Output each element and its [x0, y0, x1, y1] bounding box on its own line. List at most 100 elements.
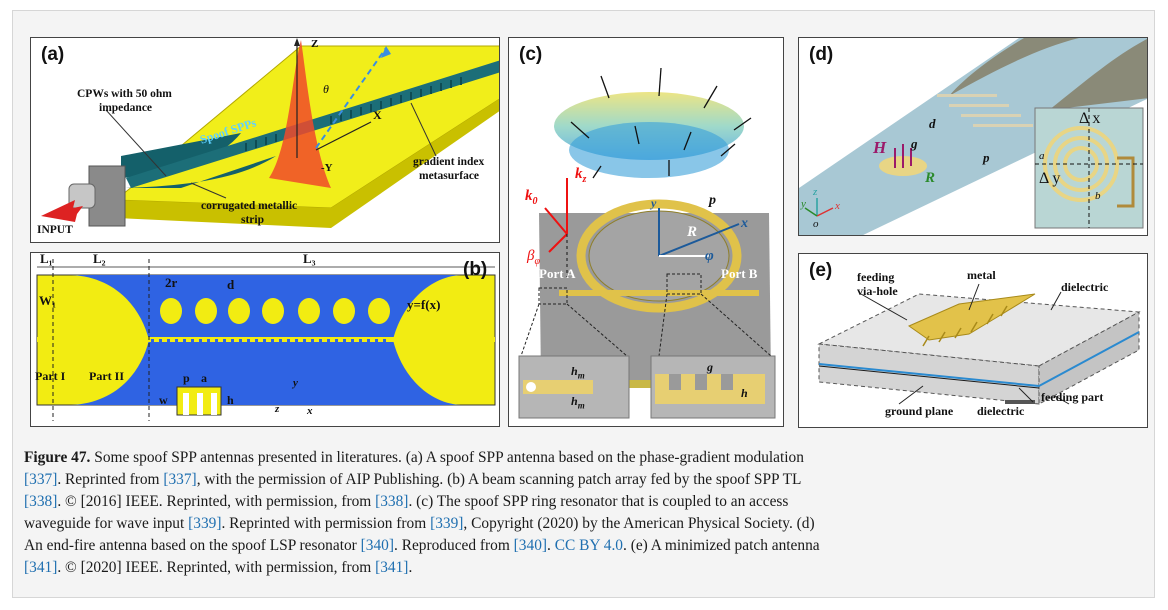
caption-line: [337]. Reprinted from [337], with the pe… — [24, 469, 1142, 491]
panel-c-hm-2-main: h — [571, 394, 578, 408]
panel-d-b: b — [1095, 190, 1101, 202]
caption-reference-link[interactable]: [340] — [360, 537, 394, 554]
caption-segment: , with the permission of AIP Publishing.… — [196, 471, 802, 488]
panel-a: (a) CPWs with 50 ohm impedance Spoof SPP… — [30, 37, 500, 243]
panel-e: (e) feeding via-hole metal dielectric fe… — [798, 253, 1148, 428]
caption-segment: . — [547, 537, 555, 554]
caption-segment: Some spoof SPP antennas presented in lit… — [90, 449, 804, 466]
caption-reference-link[interactable]: [340] — [513, 537, 548, 554]
panel-a-cpw-label-2: impedance — [99, 102, 153, 114]
panel-c-phi: φ — [705, 248, 714, 264]
panel-a-minus-y-label: -Y — [321, 162, 333, 174]
panel-a-cpw-label: CPWs with 50 ohm — [77, 88, 172, 100]
panel-b-yfx: y=f(x) — [407, 297, 441, 312]
panel-a-gradient-label-2: metasurface — [419, 170, 480, 182]
panel-b-d: d — [227, 277, 235, 292]
panel-b-W1: W₁ — [39, 293, 56, 308]
panel-c-p: p — [709, 193, 716, 208]
panel-c-h: h — [741, 386, 748, 400]
caption-reference-link[interactable]: [337] — [163, 471, 197, 488]
panel-d-dy: Δ y — [1039, 170, 1061, 187]
panel-d-dx: Δ x — [1079, 110, 1101, 127]
panel-e-illustration — [817, 283, 1141, 405]
caption-reference-link[interactable]: [339] — [188, 515, 222, 532]
panel-a-input-label: INPUT — [37, 224, 73, 236]
panel-c-hm-2: hm — [571, 394, 585, 410]
panel-a-corrugated-label: corrugated metallic — [201, 200, 298, 212]
panel-b-L2: L₂ — [93, 252, 106, 266]
caption-reference-link[interactable]: [337] — [24, 471, 58, 488]
panel-e-feeding-part: feeding part — [1041, 390, 1104, 404]
panel-e-dielectric-bot: dielectric — [977, 404, 1025, 418]
panel-b-p: p — [183, 371, 190, 385]
panel-e-label: (e) — [809, 260, 833, 281]
panel-c-port-b: Port B — [721, 266, 758, 281]
panel-c-hm-1-sub: m — [577, 370, 585, 381]
caption-reference-link[interactable]: [338] — [24, 493, 58, 510]
caption-segment: . (c) The spoof SPP ring resonator that … — [408, 493, 789, 510]
panel-c-x: x — [741, 216, 748, 231]
caption-line: [338]. © [2016] IEEE. Reprinted, with pe… — [24, 491, 1142, 513]
panel-c-kz: kz — [575, 166, 586, 185]
panel-c-k0-sub: 0 — [532, 196, 538, 207]
panel-e-via: via-hole — [857, 284, 898, 298]
panel-b-axis-y: y — [293, 377, 298, 389]
panel-d: (d) d g p H R Δ x Δ y a b y z x o — [798, 37, 1148, 236]
panel-b-part2: Part II — [89, 369, 124, 383]
caption-segment: An end-fire antenna based on the spoof L… — [24, 537, 361, 554]
panel-b-L1: L₁ — [40, 252, 53, 266]
panel-c-hm-1-main: h — [571, 364, 578, 378]
caption-segment: . Reprinted with permission from — [221, 515, 431, 532]
panel-b-axis-x: x — [307, 405, 313, 417]
caption-license-link[interactable]: CC BY 4.0 — [554, 537, 623, 554]
panel-d-label: (d) — [809, 44, 834, 65]
caption-line: [341]. © [2020] IEEE. Reprinted, with pe… — [24, 557, 1142, 579]
panel-d-R: R — [925, 170, 936, 186]
panel-d-axis-x: x — [835, 200, 840, 212]
caption-line: Figure 47. Some spoof SPP antennas prese… — [24, 447, 1142, 469]
caption-figure-label: Figure 47. — [24, 449, 91, 466]
caption-reference-link[interactable]: [341] — [375, 559, 409, 576]
panel-b-h: h — [227, 393, 234, 407]
figure-caption: Figure 47. Some spoof SPP antennas prese… — [24, 447, 1142, 579]
panel-b-axis-z: z — [275, 403, 280, 415]
panel-b-a: a — [201, 371, 207, 385]
panel-c-port-a: Port A — [539, 266, 576, 281]
panel-d-p: p — [983, 150, 990, 165]
caption-segment: waveguide for wave input — [24, 515, 189, 532]
panel-d-d: d — [929, 116, 936, 131]
panel-a-corrugated-label-2: strip — [241, 214, 264, 226]
panel-a-x-label: X — [373, 108, 382, 122]
caption-segment: . — [408, 559, 413, 576]
panel-b-2r: 2r — [165, 275, 178, 290]
panel-b-label: (b) — [463, 259, 488, 280]
caption-reference-link[interactable]: [341] — [24, 559, 58, 576]
caption-reference-link[interactable]: [339] — [430, 515, 464, 532]
panel-e-dielectric-top: dielectric — [1061, 280, 1109, 294]
panel-c-kz-main: k — [575, 166, 583, 182]
panel-c: (c) kz k0 βφ y p R φ x Port A Port B hm … — [508, 37, 784, 427]
caption-reference-link[interactable]: [338] — [375, 493, 409, 510]
panel-b-illustration — [36, 259, 496, 421]
panel-b: (b) L₁ L₂ L₃ W₁ 2r d y=f(x) Part I Part … — [30, 252, 500, 427]
panel-e-feeding: feeding — [857, 270, 895, 284]
caption-line: An end-fire antenna based on the spoof L… — [24, 535, 1142, 557]
panel-c-y: y — [651, 196, 657, 210]
caption-segment: . Reproduced from — [394, 537, 514, 554]
caption-segment: . © [2016] IEEE. Reprinted, with permiss… — [57, 493, 376, 510]
panel-c-k0-main: k — [525, 188, 533, 204]
panel-c-g: g — [707, 360, 713, 374]
caption-segment: . Reprinted from — [57, 471, 164, 488]
panel-c-illustration — [518, 67, 776, 419]
panel-d-g: g — [911, 136, 918, 151]
caption-line: waveguide for wave input [339]. Reprinte… — [24, 513, 1142, 535]
panel-c-beta: βφ — [527, 248, 540, 267]
panel-d-a: a — [1039, 150, 1045, 162]
panel-c-beta-main: β — [527, 248, 535, 264]
panel-c-kz-sub: z — [582, 174, 587, 185]
panel-e-metal: metal — [967, 268, 996, 282]
panel-b-w: w — [159, 393, 168, 407]
panel-c-beta-sub: φ — [534, 256, 541, 267]
panel-d-axis-z: z — [813, 186, 818, 198]
panel-d-axis-y: y — [801, 198, 806, 210]
